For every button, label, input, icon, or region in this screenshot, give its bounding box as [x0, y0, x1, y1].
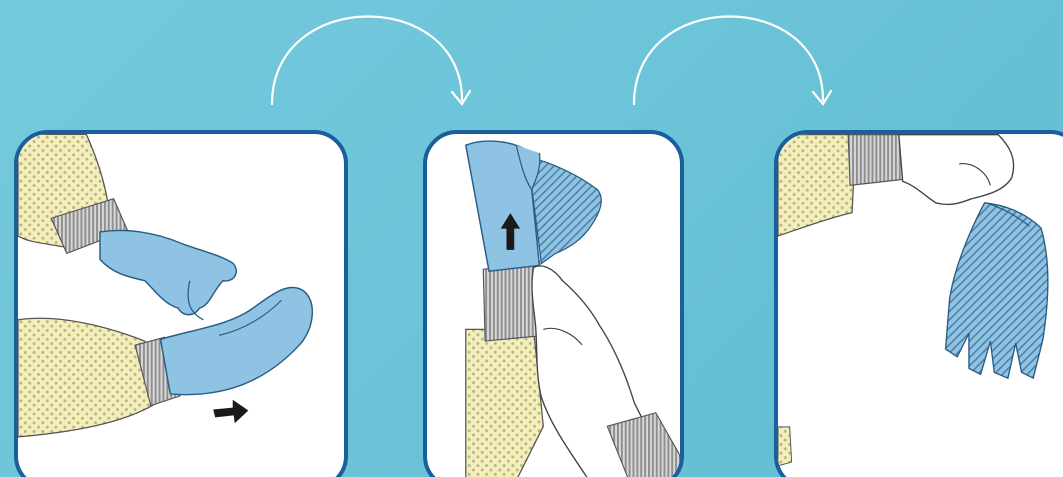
curved-arrow-icon	[272, 16, 470, 104]
bare-hand-holding-removed-glove-icon	[778, 134, 1063, 477]
curved-arrow-icon	[634, 16, 831, 104]
step-3-panel	[774, 130, 1063, 477]
step-1-panel	[14, 130, 348, 477]
gloved-hand-pinching-glove-at-wrist-icon	[18, 134, 344, 477]
gloved-hand-peeling-glove-inside-out-icon	[427, 134, 680, 477]
arrow-right-icon	[213, 400, 248, 423]
step-2-panel	[423, 130, 684, 477]
